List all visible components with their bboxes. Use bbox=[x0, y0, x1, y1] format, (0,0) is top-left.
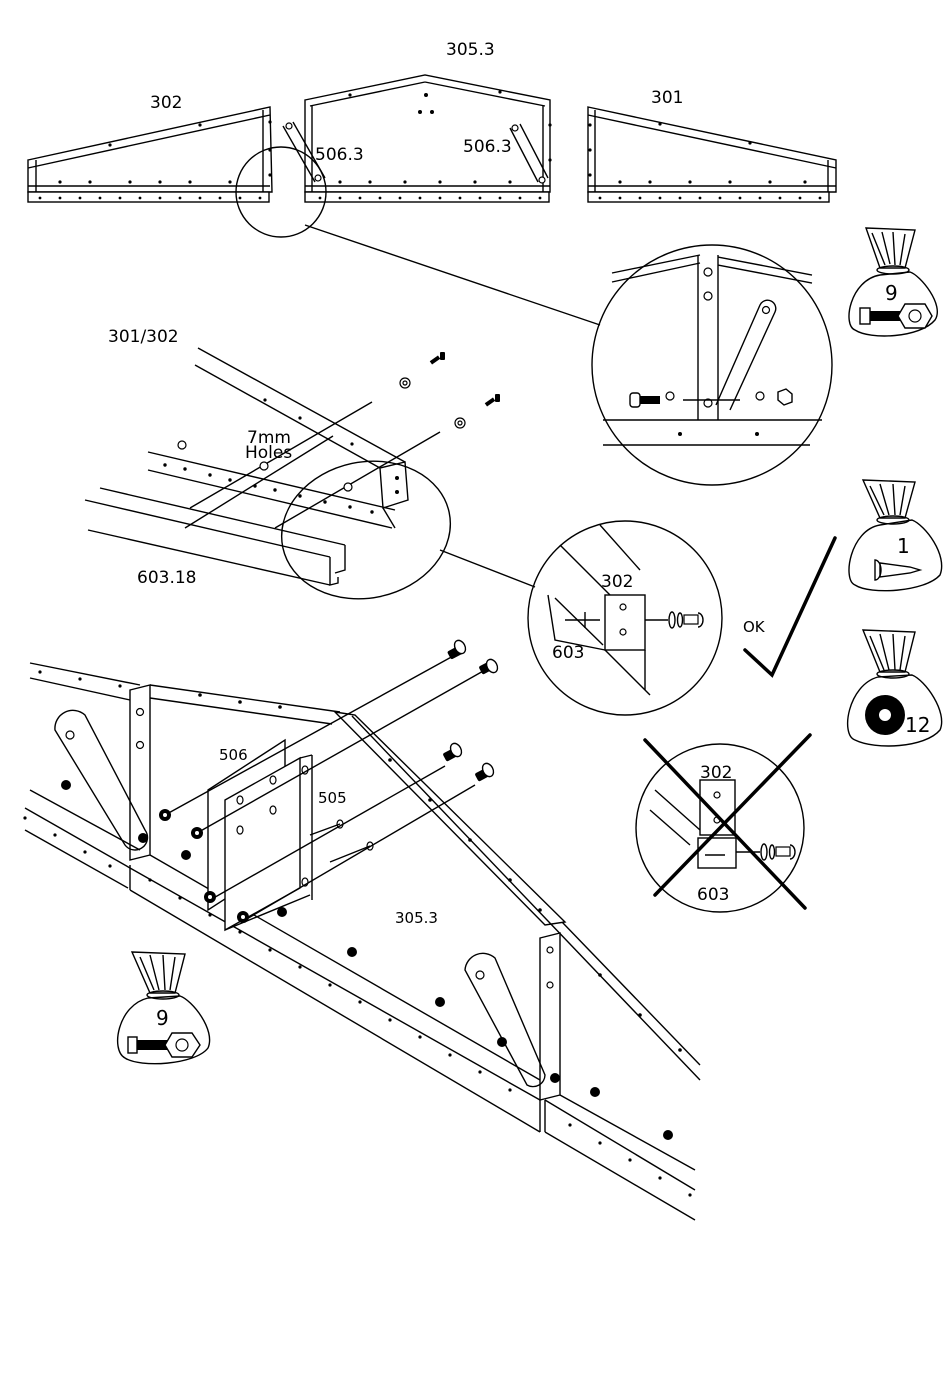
main-assembly-perspective bbox=[23, 638, 700, 1220]
label-505: 505 bbox=[318, 789, 347, 807]
bolt-nut-bag-bottom: 9 bbox=[118, 952, 210, 1064]
label-ok-603: 603 bbox=[552, 643, 584, 663]
label-holes: Holes bbox=[245, 443, 292, 463]
label-ok-302: 302 bbox=[601, 572, 633, 592]
label-305-3-main: 305.3 bbox=[395, 909, 438, 927]
label-506-3-right: 506.3 bbox=[463, 137, 512, 157]
bag-count-1: 1 bbox=[897, 534, 910, 558]
leader-line-1 bbox=[305, 225, 600, 325]
checkmark-icon bbox=[745, 538, 835, 675]
washer-bag: 12 bbox=[848, 630, 942, 746]
label-ok: OK bbox=[743, 618, 766, 636]
label-bad-302: 302 bbox=[700, 763, 732, 783]
label-506-3-left: 506.3 bbox=[315, 145, 364, 165]
panel-302-top bbox=[28, 107, 272, 202]
detail-correct-assembly bbox=[528, 521, 722, 715]
label-bad-603: 603 bbox=[697, 885, 729, 905]
screw-bag: 1 bbox=[849, 480, 942, 591]
label-603-18: 603.18 bbox=[137, 568, 196, 588]
bolt-nut-bag-top: 9 bbox=[849, 228, 937, 336]
label-506: 506 bbox=[219, 746, 248, 764]
label-301-top: 301 bbox=[651, 88, 683, 108]
label-301-302: 301/302 bbox=[108, 327, 179, 347]
bag-count-9-top: 9 bbox=[885, 281, 898, 305]
panel-301-top bbox=[588, 107, 836, 202]
label-302-top: 302 bbox=[150, 93, 182, 113]
detail-joint-magnified bbox=[592, 245, 832, 485]
label-305-3-top: 305.3 bbox=[446, 40, 495, 60]
bag-count-9-bottom: 9 bbox=[156, 1006, 169, 1030]
bag-count-12: 12 bbox=[905, 713, 930, 737]
